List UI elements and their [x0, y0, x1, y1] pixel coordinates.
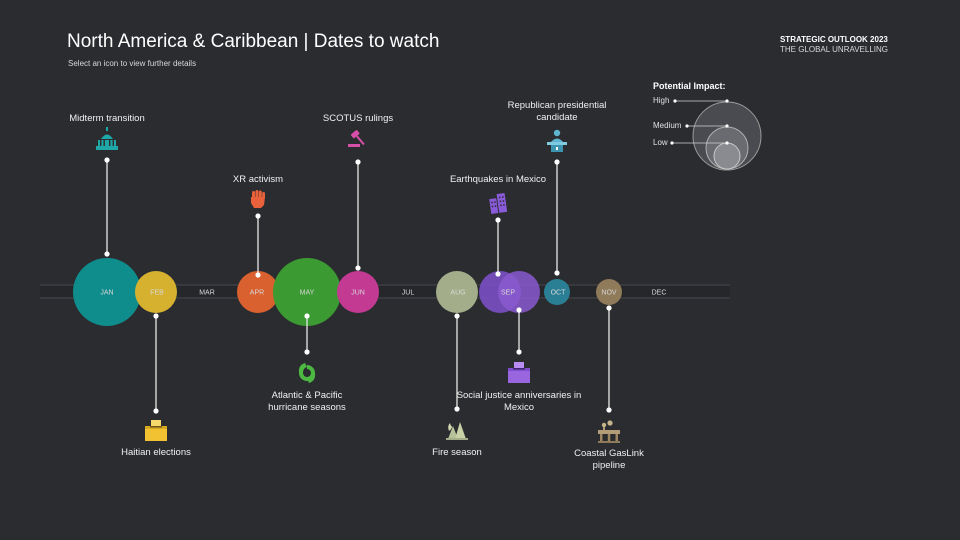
legend-dot-high-end	[725, 99, 729, 103]
event-label-pipeline[interactable]: Coastal GasLink pipeline	[574, 448, 644, 471]
legend-dot-high-start	[673, 99, 677, 103]
podium-icon[interactable]	[547, 129, 567, 152]
dot-hurricane-start	[304, 313, 310, 319]
impact-circle-midterm[interactable]	[73, 258, 141, 326]
legend-dot-medium-end	[725, 124, 729, 128]
dot-haiti-end	[153, 408, 159, 414]
event-label-haiti[interactable]: Haitian elections	[121, 447, 191, 458]
month-aug: AUG	[450, 290, 465, 297]
gavel-icon[interactable]	[348, 130, 367, 147]
legend-label-medium: Medium	[653, 121, 682, 130]
month-jan: JAN	[100, 290, 113, 297]
dot-social-start	[516, 307, 522, 313]
dot-fire-end	[454, 406, 460, 412]
wildfire-icon[interactable]	[446, 422, 468, 440]
impact-circle-republican[interactable]	[544, 279, 570, 305]
brand-title: STRATEGIC OUTLOOK 2023	[779, 35, 888, 44]
dot-haiti-start	[153, 313, 159, 319]
dot-pipeline-end	[606, 407, 612, 413]
hurricane-icon[interactable]	[298, 363, 316, 383]
month-may: MAY	[300, 290, 315, 297]
connectors	[106, 160, 610, 411]
dot-social-end	[516, 349, 522, 355]
month-oct: OCT	[551, 290, 567, 297]
event-label-social[interactable]: Social justice anniversaries in Mexico	[456, 390, 582, 413]
dot-earthquake-end	[495, 271, 501, 277]
dot-republican-end	[554, 270, 560, 276]
month-apr: APR	[250, 290, 264, 297]
impact-circle-social[interactable]	[498, 271, 540, 313]
dot-republican-start	[554, 159, 560, 165]
connector-dots	[104, 157, 612, 414]
event-label-fire[interactable]: Fire season	[432, 447, 482, 458]
legend-dot-low-start	[670, 141, 674, 145]
legend-label-low: Low	[653, 138, 668, 147]
dot-xr-end	[255, 272, 261, 278]
ballot-box-icon[interactable]	[508, 362, 530, 383]
month-jun: JUN	[351, 290, 365, 297]
impact-legend	[670, 99, 762, 171]
dot-midterm-end	[104, 251, 110, 257]
month-feb: FEB	[150, 290, 164, 297]
dot-midterm-start	[104, 157, 110, 163]
legend-title: Potential Impact:	[653, 81, 726, 91]
legend-label-high: High	[653, 96, 670, 105]
raised-fist-icon[interactable]	[251, 190, 265, 208]
page-title: North America & Caribbean | Dates to wat…	[67, 31, 440, 52]
impact-circle-fire[interactable]	[436, 271, 478, 313]
dot-scotus-start	[355, 159, 361, 165]
month-axis: JAN FEB MAR APR MAY JUN JUL AUG SEP OCT …	[100, 290, 666, 297]
month-mar: MAR	[199, 290, 215, 297]
event-label-midterm[interactable]: Midterm transition	[69, 113, 145, 124]
legend-dot-low-end	[725, 141, 729, 145]
ballot-box-icon[interactable]	[145, 420, 167, 441]
dot-hurricane-end	[304, 349, 310, 355]
month-nov: NOV	[601, 290, 617, 297]
page-subtitle: Select an icon to view further details	[68, 59, 197, 68]
dot-pipeline-start	[606, 305, 612, 311]
impact-circle-xr[interactable]	[237, 271, 279, 313]
impact-circle-pipeline[interactable]	[596, 279, 622, 305]
event-label-hurricane[interactable]: Atlantic & Pacific hurricane seasons	[268, 390, 346, 413]
impact-circle-hurricane[interactable]	[273, 258, 341, 326]
event-label-xr[interactable]: XR activism	[232, 174, 284, 185]
legend-dot-medium-start	[685, 124, 689, 128]
dot-fire-start	[454, 313, 460, 319]
month-dec: DEC	[652, 290, 667, 297]
dot-scotus-end	[355, 265, 361, 271]
month-sep: SEP	[501, 290, 515, 297]
dot-earthquake-start	[495, 217, 501, 223]
legend-circle-low	[713, 142, 741, 170]
impact-circle-haiti[interactable]	[135, 271, 177, 313]
earthquake-icon[interactable]	[489, 192, 508, 215]
event-label-scotus[interactable]: SCOTUS rulings	[322, 113, 394, 124]
pipeline-icon[interactable]	[598, 420, 620, 443]
event-label-republican[interactable]: Republican presidential candidate	[507, 100, 607, 123]
capitol-icon[interactable]	[96, 127, 118, 150]
brand-subtitle: THE GLOBAL UNRAVELLING	[779, 45, 888, 54]
month-jul: JUL	[402, 290, 415, 297]
dot-xr-start	[255, 213, 261, 219]
event-label-earthquake[interactable]: Earthquakes in Mexico	[449, 174, 547, 185]
brand-block: STRATEGIC OUTLOOK 2023 THE GLOBAL UNRAVE…	[780, 35, 888, 55]
impact-circle-scotus[interactable]	[337, 271, 379, 313]
